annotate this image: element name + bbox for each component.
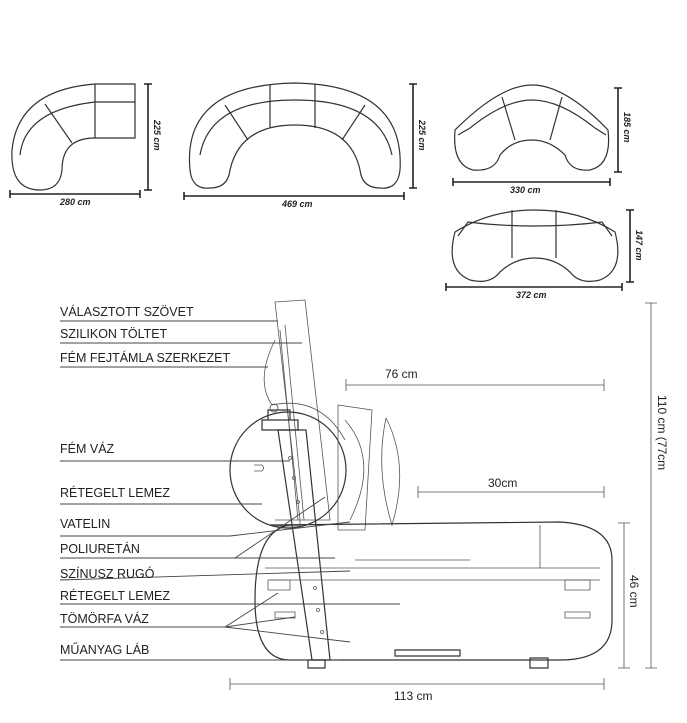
side-dimensions: 76 cm 30cm 110 cm (77cm 46 cm 113 cm [229,302,669,703]
label-sinus-spring: SZÍNUSZ RUGÓ [60,566,155,581]
top-view-sofa-330: 330 cm 185 cm [452,84,632,195]
depth-label: 185 cm [622,112,632,143]
label-fabric: VÁLASZTOTT SZÖVET [60,304,194,319]
depth-label: 225 cm [417,119,427,151]
label-plywood: RÉTEGELT LEMEZ [60,485,170,500]
label-silicone: SZILIKON TÖLTET [60,327,168,341]
width-label: 330 cm [510,185,541,195]
label-plastic-leg: MŰANYAG LÁB [60,642,149,657]
top-view-sofa-469: 469 cm 225 cm [183,82,427,209]
headrest-dim: 76 cm [385,367,418,381]
material-labels: VÁLASZTOTT SZÖVET SZILIKON TÖLTET FÉM FE… [60,304,231,657]
top-view-sofa-372: 372 cm 147 cm [445,209,644,300]
seat-height-dim: 46 cm [627,575,641,608]
label-leaders [59,320,400,661]
label-headrest-frame: FÉM FEJTÁMLA SZERKEZET [60,350,231,365]
width-label: 372 cm [516,290,547,300]
label-vatelin: VATELIN [60,517,110,531]
total-height-dim: 110 cm (77cm [655,395,669,470]
width-label: 469 cm [281,199,313,209]
label-polyurethane: POLIURETÁN [60,541,140,556]
label-solid-wood-frame: TÖMÖRFA VÁZ [60,611,149,626]
side-view-section [229,299,613,669]
label-metal-frame: FÉM VÁZ [60,441,115,456]
label-plywood-2: RÉTEGELT LEMEZ [60,588,170,603]
depth-label: 147 cm [634,230,644,261]
depth-label: 225 cm [152,119,162,151]
top-view-sofa-280: 280 cm 225 cm [9,83,162,207]
width-label: 280 cm [59,197,91,207]
cushion-dim: 30cm [488,476,517,490]
depth-dim: 113 cm [394,689,432,703]
